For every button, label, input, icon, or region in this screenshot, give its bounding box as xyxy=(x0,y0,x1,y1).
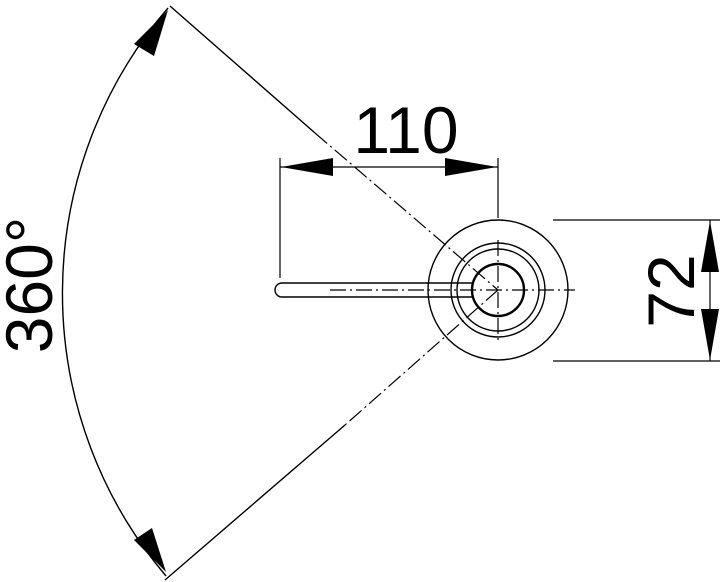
spout-reach-label: 110 xyxy=(353,93,458,167)
reach-arrowhead-left xyxy=(281,158,333,176)
spout-outline xyxy=(274,282,472,298)
reach-arrowhead-right xyxy=(445,158,497,176)
swivel-arc xyxy=(61,7,169,577)
swivel-centerline-upper xyxy=(314,132,499,291)
swivel-arrowhead-top xyxy=(134,10,168,56)
swivel-arrowhead-bottom xyxy=(134,528,166,572)
swivel-boundary-lower xyxy=(164,424,346,581)
swivel-angle-label: 360° xyxy=(0,217,66,354)
diameter-arrowhead-top xyxy=(701,221,719,272)
swivel-centerline-lower xyxy=(344,289,499,426)
swivel-boundary-upper xyxy=(169,5,316,134)
diameter-arrowhead-bottom xyxy=(701,309,719,360)
base-diameter-label: 72 xyxy=(634,254,708,327)
